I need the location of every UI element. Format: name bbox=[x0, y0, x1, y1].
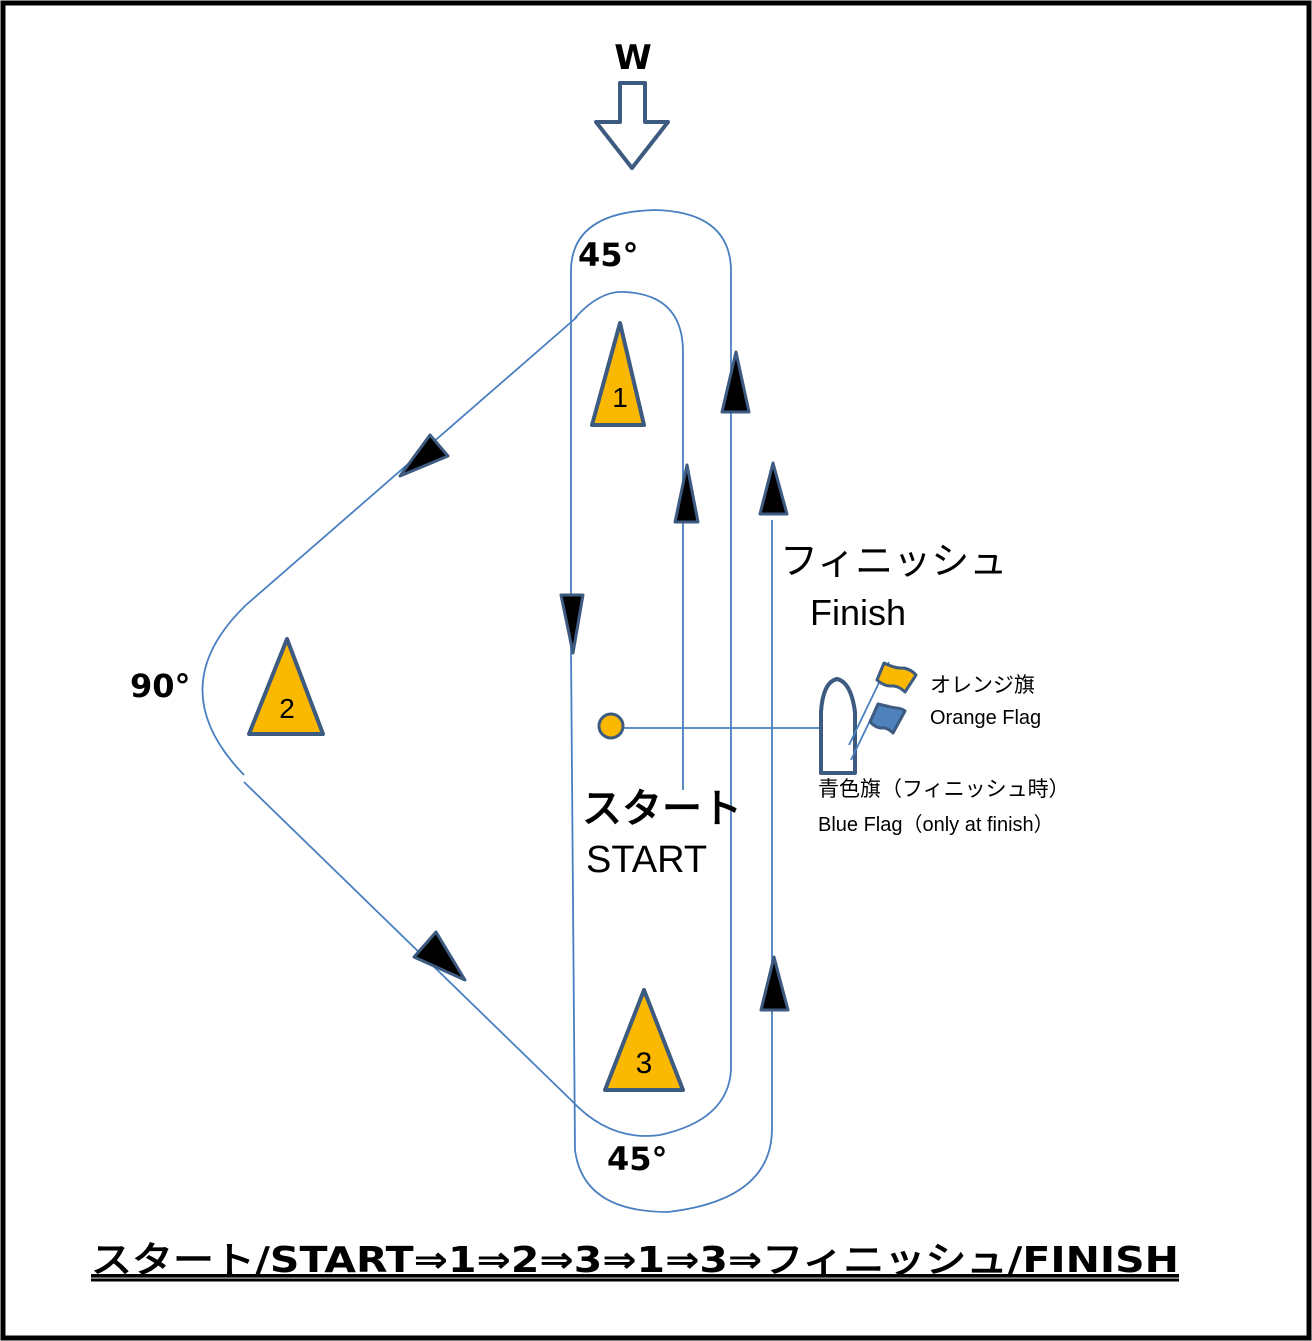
direction-arrow-icon bbox=[673, 463, 700, 524]
route-order-text: スタート/START⇒1⇒2⇒3⇒1⇒3⇒フィニッシュ/FINISH bbox=[91, 1240, 1179, 1281]
direction-arrow-icon bbox=[720, 350, 751, 414]
mark-3-buoy-icon bbox=[603, 988, 685, 1092]
direction-arrow-icon bbox=[398, 433, 450, 478]
course-lines bbox=[201, 209, 836, 1213]
orange-flag-label-en: Orange Flag bbox=[930, 707, 1041, 729]
course-line-outer-loop-3 bbox=[574, 520, 773, 1213]
angle-top-label: 45° bbox=[578, 236, 639, 274]
course-line-rounding-2 bbox=[201, 604, 247, 776]
direction-arrow-icon bbox=[759, 955, 790, 1012]
course-line-down-leg bbox=[570, 649, 576, 1151]
wind-label: W bbox=[614, 38, 652, 78]
mark-2-label: 2 bbox=[279, 693, 295, 724]
orange-flag-label-ja: オレンジ旗 bbox=[930, 674, 1035, 697]
finish-label-ja: フィニッシュ bbox=[780, 541, 1007, 583]
blue-flag-icon bbox=[868, 702, 907, 735]
mark-3-label: 3 bbox=[636, 1047, 653, 1080]
mark-2: 2 bbox=[247, 637, 325, 736]
mark-1-buoy-icon bbox=[590, 321, 646, 427]
angle-left-label: 90° bbox=[130, 667, 191, 705]
course-line-leg-2-3 bbox=[243, 781, 572, 1101]
committee-boat-icon bbox=[819, 677, 857, 775]
mark-3: 3 bbox=[603, 988, 685, 1092]
angle-bottom-label: 45° bbox=[607, 1140, 668, 1178]
orange-flag-icon bbox=[875, 661, 918, 694]
mark-1: 1 bbox=[590, 321, 646, 427]
start-label-ja: スタート bbox=[582, 786, 742, 832]
direction-arrow-icon bbox=[758, 461, 789, 516]
course-line-outer-loop-1 bbox=[570, 209, 732, 1070]
wind-arrow-icon bbox=[594, 81, 670, 170]
finish-label-en: Finish bbox=[810, 592, 906, 633]
mark-2-buoy-icon bbox=[247, 637, 325, 736]
start-pin-buoy-icon bbox=[597, 712, 625, 740]
course-line-inner-loop-3 bbox=[570, 1069, 732, 1137]
blue-flag-label-ja: 青色旗（フィニッシュ時） bbox=[818, 778, 1070, 801]
mark-1-label: 1 bbox=[612, 382, 628, 413]
direction-arrow-icon bbox=[412, 930, 467, 982]
direction-arrow-icon bbox=[559, 593, 585, 655]
course-line-inner-loop-1 bbox=[574, 291, 684, 790]
start-label-en: START bbox=[586, 839, 707, 881]
blue-flag-label-en: Blue Flag（only at finish） bbox=[818, 813, 1054, 836]
